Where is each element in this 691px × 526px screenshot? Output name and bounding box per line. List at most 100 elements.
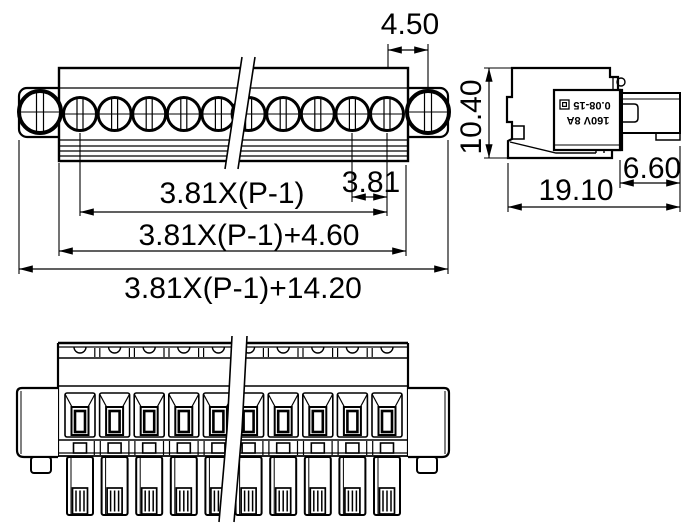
dim-height: 10.40	[455, 67, 511, 159]
cell-bevel-line	[394, 393, 403, 408]
dim-flange-pitch-label: 4.50	[381, 8, 439, 41]
position-tab	[345, 442, 360, 454]
position-tab	[176, 442, 192, 454]
pole-divider	[197, 348, 205, 455]
side-latch-notch	[512, 125, 525, 140]
wire-hole	[177, 409, 191, 434]
cell-bevel-line	[156, 393, 165, 408]
thumb-notch	[211, 346, 226, 354]
position-tab	[379, 442, 395, 454]
thumb-notch	[380, 346, 394, 354]
thumb-notch	[107, 346, 122, 354]
marking-wire-range-text: 0.08-15	[573, 99, 610, 111]
thumb-notch	[142, 346, 156, 354]
terminal-screw	[165, 96, 202, 132]
wire-hole	[73, 409, 87, 434]
pole-divider	[128, 348, 136, 455]
dim-height-label: 10.40	[455, 79, 488, 154]
dim-body-length-label: 3.81X(P-1)+4.60	[139, 219, 360, 252]
position-tab	[275, 442, 291, 454]
wire-hole	[242, 409, 255, 434]
dim-pole-span-label: 3.81X(P-1)	[159, 177, 304, 210]
terminal-screw	[131, 96, 168, 132]
dim-flange-pitch: 4.50	[381, 8, 439, 91]
dim-pitch-label: 3.81	[342, 166, 400, 199]
wire-hole	[212, 409, 225, 434]
terminal-screw	[62, 96, 98, 132]
dim-plug-depth-label: 6.60	[623, 152, 681, 185]
flange-screw	[405, 89, 451, 135]
thumb-notch	[73, 346, 87, 354]
cell-bevel-line	[290, 393, 299, 408]
wire-hole	[108, 409, 121, 434]
pole-divider	[296, 348, 305, 455]
break-line	[237, 56, 256, 170]
pole-divider	[366, 348, 374, 455]
pole-divider	[262, 348, 270, 455]
pole-position	[336, 346, 369, 516]
cell-bevel-line	[202, 393, 211, 408]
cell-bevel-line	[133, 393, 142, 408]
thumb-notch	[177, 346, 191, 354]
terminal-screw	[200, 96, 237, 132]
pole-divider	[93, 348, 101, 455]
cell-bevel-line	[168, 393, 177, 408]
front-screws	[17, 89, 451, 135]
thumb-notch	[276, 346, 290, 354]
dim-overall-length: 3.81X(P-1)+14.20	[18, 140, 449, 305]
pole-position	[168, 346, 200, 516]
right-flange-block	[408, 386, 451, 459]
pole-position	[133, 346, 165, 516]
product-marking: 160V 8A 0.08-15	[559, 99, 611, 126]
cell-bevel-line	[359, 393, 368, 408]
terminal-screw	[369, 96, 405, 132]
pole-position	[64, 346, 96, 516]
cell-bevel-line	[267, 393, 276, 408]
break-line	[218, 335, 233, 523]
terminal-screw	[334, 96, 371, 132]
position-tab	[211, 442, 226, 454]
right-mounting-foot	[416, 456, 438, 474]
cell-bevel-line	[191, 393, 200, 408]
break-line	[224, 56, 243, 170]
dim-pitch: 3.81	[342, 133, 400, 216]
header-bottom-step	[655, 133, 681, 141]
break-gap-mask	[225, 57, 255, 169]
side-view: 160V 8A 0.08-15 10.40 19.10 6.60	[455, 66, 681, 212]
terminal-screw	[96, 96, 133, 132]
latch-pin-circle	[616, 77, 626, 87]
cell-bevel-line	[256, 393, 265, 408]
terminal-screw	[299, 96, 336, 132]
terminal-screw	[265, 96, 302, 132]
thumb-notch	[311, 346, 325, 354]
cell-bevel-line	[336, 393, 345, 408]
class-ii-inner-square	[561, 101, 567, 107]
pole-position	[267, 346, 300, 516]
position-tab	[141, 442, 157, 454]
pole-position	[98, 346, 131, 516]
left-flange-block	[15, 386, 58, 459]
class-ii-insulation-icon	[559, 99, 570, 110]
cell-bevel-line	[122, 393, 131, 408]
bottom-positions	[64, 346, 403, 516]
dim-pole-span: 3.81X(P-1)	[79, 133, 387, 216]
cell-bevel-line	[87, 393, 96, 408]
wire-hole	[380, 409, 394, 434]
break-line	[233, 335, 248, 523]
dim-plug-depth: 6.60	[619, 152, 681, 188]
marking-rating-text: 160V 8A	[567, 114, 610, 126]
position-tab	[310, 442, 326, 454]
pole-divider	[331, 348, 339, 455]
thumb-notch	[345, 346, 360, 354]
dim-body-length: 3.81X(P-1)+4.60	[58, 163, 407, 256]
cell-bevel-line	[64, 393, 73, 408]
position-tab	[72, 442, 88, 454]
wire-hole	[346, 409, 359, 434]
cell-bevel-line	[371, 393, 380, 408]
dim-overall-length-label: 3.81X(P-1)+14.20	[124, 272, 362, 305]
cell-bevel-line	[325, 393, 334, 408]
position-tab	[107, 442, 122, 454]
pole-divider	[162, 348, 171, 455]
cell-bevel-line	[302, 393, 311, 408]
